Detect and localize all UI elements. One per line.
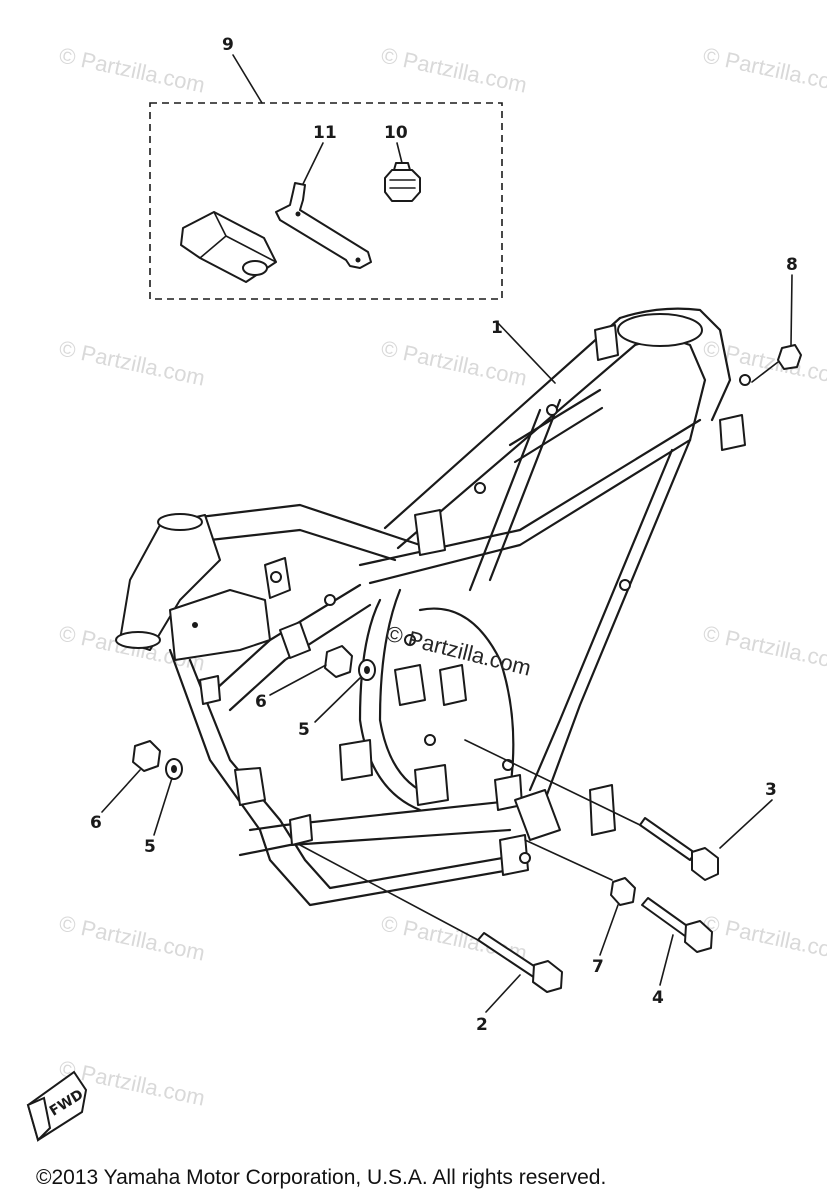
part-nut-7 bbox=[524, 839, 636, 956]
part-bolt-4 bbox=[641, 897, 713, 986]
watermark: © Partzilla.com bbox=[57, 335, 207, 390]
part-collar-6-upper bbox=[269, 645, 353, 696]
leader-line-9 bbox=[232, 54, 263, 104]
part-collar-6-left bbox=[101, 740, 161, 813]
watermark: © Partzilla.com bbox=[57, 910, 207, 965]
fwd-arrow-icon: FWD bbox=[26, 1070, 88, 1142]
callout-2: 2 bbox=[476, 1015, 488, 1035]
part-washer-5-left bbox=[153, 758, 183, 836]
part-fitting-10 bbox=[384, 142, 421, 202]
kit-dashed-box bbox=[149, 102, 503, 300]
watermark: © Partzilla.com bbox=[379, 335, 529, 390]
callout-7: 7 bbox=[592, 957, 604, 977]
leader-line-1 bbox=[496, 321, 556, 384]
watermark: © Partzilla.com bbox=[379, 42, 529, 97]
part-nut-8 bbox=[751, 274, 802, 383]
callout-6-upper: 6 bbox=[255, 692, 267, 712]
part-bolt-2 bbox=[299, 844, 563, 1013]
callout-11: 11 bbox=[313, 123, 337, 143]
watermark: © Partzilla.com bbox=[57, 42, 207, 97]
callout-8: 8 bbox=[786, 255, 798, 275]
part-washer-5-upper bbox=[314, 659, 376, 723]
callout-5-upper: 5 bbox=[298, 720, 310, 740]
callout-10: 10 bbox=[384, 123, 408, 143]
watermark: © Partzilla.com bbox=[701, 910, 827, 965]
callout-1: 1 bbox=[491, 318, 503, 338]
callout-5-left: 5 bbox=[144, 837, 156, 857]
part-rubber-cover bbox=[180, 211, 277, 283]
frame-assembly-1 bbox=[115, 307, 751, 907]
callout-6-left: 6 bbox=[90, 813, 102, 833]
part-bolt-3 bbox=[464, 739, 773, 881]
watermark: © Partzilla.com bbox=[701, 42, 827, 97]
callout-9: 9 bbox=[222, 35, 234, 55]
watermark: © Partzilla.com bbox=[701, 335, 827, 390]
watermark: © Partzilla.com bbox=[701, 620, 827, 675]
callout-3: 3 bbox=[765, 780, 777, 800]
callout-4: 4 bbox=[652, 988, 664, 1008]
copyright-notice: ©2013 Yamaha Motor Corporation, U.S.A. A… bbox=[36, 1166, 607, 1189]
part-bracket-11 bbox=[275, 142, 372, 269]
callout-labels: 9 11 10 8 1 6 5 6 5 3 7 4 2 bbox=[90, 35, 798, 1035]
